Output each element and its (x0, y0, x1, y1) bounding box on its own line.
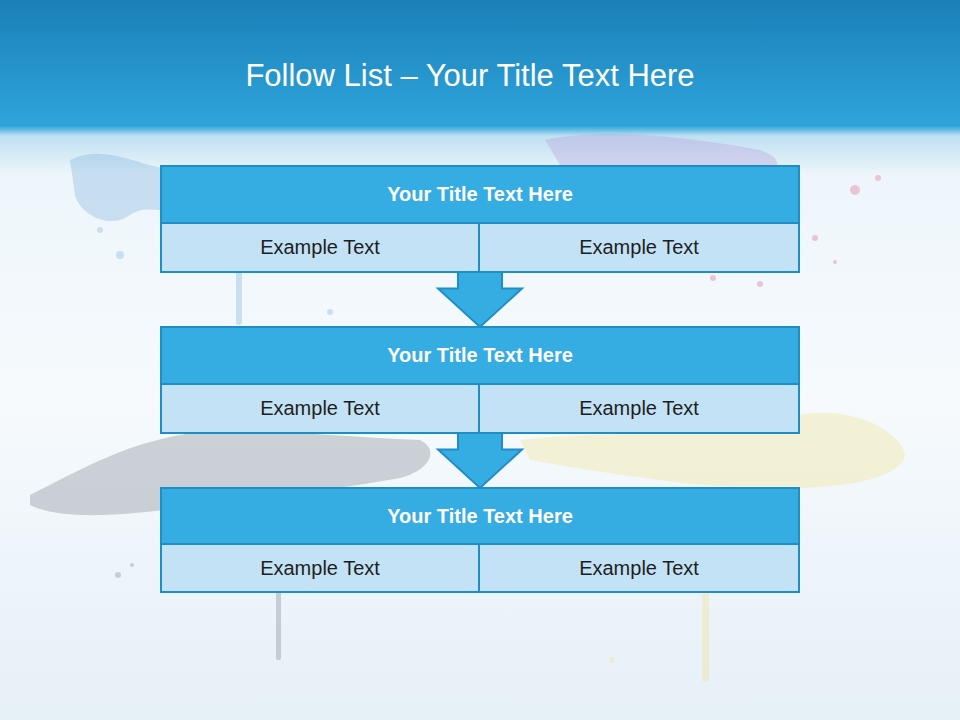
splash-dot (327, 309, 333, 315)
splash-dot (130, 563, 134, 567)
cell-text: Example Text (571, 232, 707, 263)
splash-dot (116, 251, 124, 259)
block-heading: Your Title Text Here (162, 489, 798, 543)
splash-dot (97, 227, 103, 233)
flow-arrow (438, 433, 522, 488)
cell-text: Example Text (252, 393, 388, 424)
cell-text: Example Text (571, 393, 707, 424)
list-block: Your Title Text HereExample Text Example … (160, 487, 800, 593)
list-cell: Example Text (480, 543, 798, 591)
cell-text: Example Text (571, 553, 707, 584)
slide-title: Follow List – Your Title Text Here (245, 58, 714, 94)
block-heading: Your Title Text Here (162, 328, 798, 383)
block-heading: Your Title Text Here (162, 167, 798, 222)
list-cell: Example Text (162, 222, 480, 271)
splash-dot (115, 572, 121, 578)
splash-dot (757, 281, 763, 287)
flow-arrow (438, 272, 522, 327)
splash-drip (702, 592, 709, 682)
splash-dot (875, 175, 881, 181)
cell-text: Example Text (252, 553, 388, 584)
list-cell: Example Text (162, 543, 480, 591)
splash-dot (812, 235, 818, 241)
splash-dot (609, 657, 615, 663)
list-cell: Example Text (480, 383, 798, 432)
splash-dot (850, 185, 860, 195)
list-cell: Example Text (162, 383, 480, 432)
list-cell: Example Text (480, 222, 798, 271)
list-block: Your Title Text HereExample Text Example … (160, 165, 800, 273)
list-block: Your Title Text HereExample Text Example … (160, 326, 800, 434)
splash-drip (276, 590, 281, 660)
cell-text: Example Text (252, 232, 388, 263)
title-bar: Follow List – Your Title Text Here (0, 48, 960, 104)
splash-dot (833, 260, 837, 264)
splash-dot (710, 275, 716, 281)
